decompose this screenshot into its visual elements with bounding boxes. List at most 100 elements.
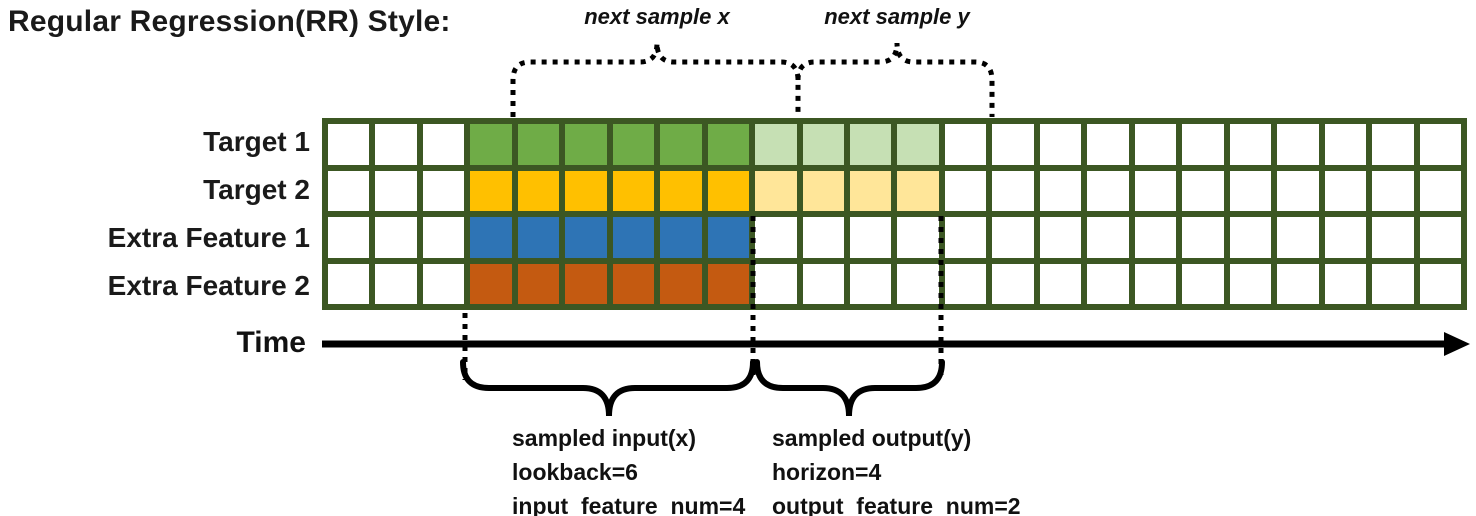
grid-cell xyxy=(565,170,607,211)
grid-cell xyxy=(1039,170,1082,211)
grid-cell xyxy=(850,217,892,258)
sampled-input-annotation: sampled input(x) lookback=6 input_featur… xyxy=(512,421,745,516)
grid-cell xyxy=(612,170,655,211)
grid-cell xyxy=(565,124,607,165)
grid-cell xyxy=(422,170,465,211)
grid-cell xyxy=(660,170,702,211)
grid-cell xyxy=(1372,217,1414,258)
grid-cell xyxy=(1039,217,1082,258)
sampled-output-brace xyxy=(754,359,945,417)
grid-cell xyxy=(850,124,892,165)
grid-cell xyxy=(612,217,655,258)
grid-cell xyxy=(375,124,417,165)
grid-cell xyxy=(802,263,845,304)
grid-cell xyxy=(375,170,417,211)
grid-cell xyxy=(1324,170,1367,211)
grid-cell xyxy=(992,263,1034,304)
next-sample-x-brace xyxy=(510,42,801,117)
time-arrow-icon xyxy=(322,332,1470,356)
grid-cell xyxy=(1134,124,1177,165)
grid-cell xyxy=(1229,170,1272,211)
grid-cell xyxy=(707,217,750,258)
grid-cell xyxy=(897,263,939,304)
grid-cell xyxy=(517,124,560,165)
grid-cell xyxy=(660,124,702,165)
grid-cell xyxy=(375,217,417,258)
grid-cell xyxy=(1039,263,1082,304)
grid-cell xyxy=(755,217,797,258)
grid-cell xyxy=(1087,124,1129,165)
sampled-input-brace xyxy=(460,359,756,417)
grid-cell xyxy=(1419,263,1461,304)
grid-cell xyxy=(1039,124,1082,165)
grid-cell xyxy=(660,263,702,304)
grid-cell xyxy=(517,263,560,304)
output-feature-num-value: output_feature_num=2 xyxy=(772,493,1021,516)
horizon-value: horizon=4 xyxy=(772,459,882,485)
grid-cell xyxy=(1277,217,1319,258)
grid-cell xyxy=(1277,124,1319,165)
grid-cell xyxy=(565,263,607,304)
grid-cell xyxy=(897,217,939,258)
grid-cell xyxy=(1134,263,1177,304)
grid-cell xyxy=(944,170,987,211)
grid-cell xyxy=(1182,263,1224,304)
grid-cell xyxy=(470,170,512,211)
diagram-title: Regular Regression(RR) Style: xyxy=(8,5,451,38)
grid-cell xyxy=(802,170,845,211)
grid-cell xyxy=(422,217,465,258)
grid-cell xyxy=(1372,263,1414,304)
next-sample-y-brace xyxy=(795,42,995,117)
grid-cell xyxy=(1277,263,1319,304)
grid-cell xyxy=(1182,170,1224,211)
grid-cell xyxy=(1324,263,1367,304)
time-series-grid xyxy=(322,118,1467,310)
row-label-target-2: Target 2 xyxy=(203,174,310,205)
grid-cell xyxy=(1134,217,1177,258)
grid-cell xyxy=(1229,124,1272,165)
grid-cell xyxy=(1087,217,1129,258)
grid-cell xyxy=(660,217,702,258)
sampled-output-title: sampled output(y) xyxy=(772,425,972,451)
grid-cell xyxy=(707,263,750,304)
grid-cell xyxy=(1229,263,1272,304)
grid-cell xyxy=(1372,124,1414,165)
grid-cell xyxy=(707,170,750,211)
grid-cell xyxy=(755,124,797,165)
grid-cell xyxy=(1372,170,1414,211)
grid-cell xyxy=(517,217,560,258)
grid-cell xyxy=(1277,170,1319,211)
next-sample-x-label: next sample x xyxy=(584,4,730,29)
grid-cell xyxy=(328,263,370,304)
grid-cell xyxy=(1419,124,1461,165)
grid-cell xyxy=(992,170,1034,211)
grid-cell xyxy=(850,263,892,304)
grid-cell xyxy=(944,263,987,304)
row-label-extra-feature-1: Extra Feature 1 xyxy=(107,222,310,253)
grid-cell xyxy=(1324,124,1367,165)
grid-cell xyxy=(1087,170,1129,211)
sampled-output-annotation: sampled output(y) horizon=4 output_featu… xyxy=(772,421,1021,516)
grid-cell xyxy=(612,124,655,165)
grid-cell xyxy=(897,170,939,211)
grid-cell xyxy=(422,124,465,165)
grid-cell xyxy=(755,263,797,304)
sampled-input-title: sampled input(x) xyxy=(512,425,697,451)
grid-cell xyxy=(1182,217,1224,258)
grid-cell xyxy=(612,263,655,304)
lookback-value: lookback=6 xyxy=(512,459,638,485)
next-sample-y-label: next sample y xyxy=(824,4,970,29)
grid-cell xyxy=(1087,263,1129,304)
grid-cell xyxy=(375,263,417,304)
grid-cell xyxy=(992,217,1034,258)
row-label-extra-feature-2: Extra Feature 2 xyxy=(107,270,310,301)
row-label-target-1: Target 1 xyxy=(203,126,310,157)
grid-cell xyxy=(328,217,370,258)
grid-cell xyxy=(328,170,370,211)
grid-cell xyxy=(1134,170,1177,211)
grid-cell xyxy=(897,124,939,165)
grid-cell xyxy=(802,217,845,258)
grid-cell xyxy=(328,124,370,165)
time-axis-label: Time xyxy=(236,326,306,359)
